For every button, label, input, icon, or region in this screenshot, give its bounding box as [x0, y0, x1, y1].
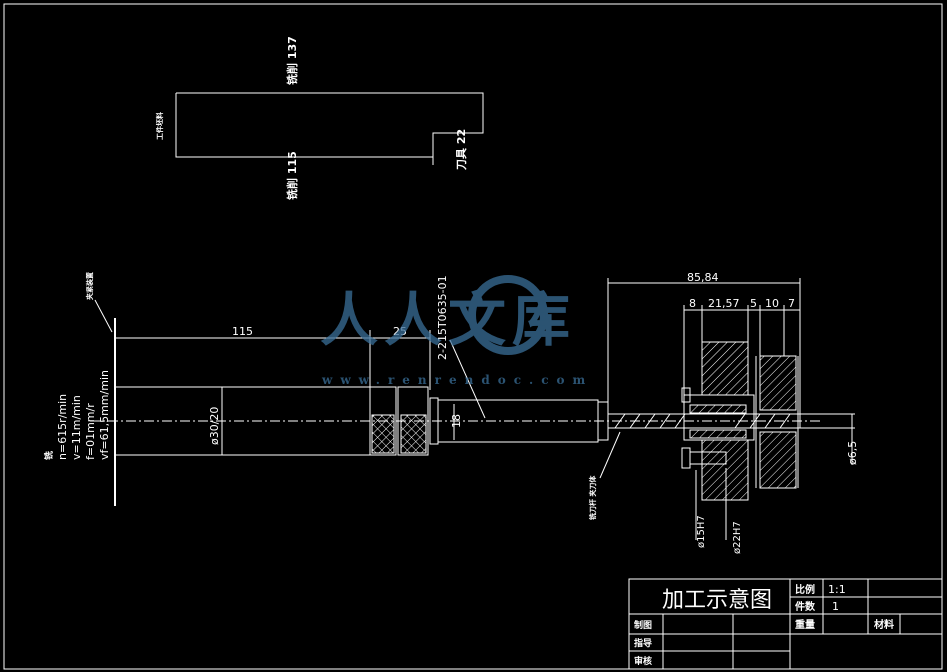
part-number: 2-215T0635-01 [436, 275, 449, 360]
material-label: 材料 [874, 618, 894, 631]
title-block: 加工示意图 比例 1:1 件数 1 重量 材料 制图 指导 审核 [628, 578, 943, 670]
watermark-text: 人人文库 [320, 286, 576, 354]
guide-label: 指导 [634, 637, 652, 649]
dim-85-84: 85,84 [687, 271, 719, 284]
fixture: 85,84 8 21,57 5 10 7 ø6,5 ø15H7 ø22H7 [607, 271, 859, 554]
clamp-label: 夹紧装置 [85, 272, 94, 300]
dim-step-22: 刀具 22 [455, 129, 468, 170]
param-n: n=615r/min [56, 394, 69, 460]
dim-5: 5 [750, 297, 757, 310]
drawing-border [3, 3, 943, 670]
top-profile: 铣削 137 铣削 115 刀具 22 工件坯料 [155, 36, 484, 200]
dim-total-137: 铣削 137 [285, 36, 299, 85]
dim-8: 8 [689, 297, 696, 310]
dim-21-57: 21,57 [708, 297, 740, 310]
tool-assembly: 115 25 ø30/20 18 2-215T0635-01 铣刀杆 [90, 275, 820, 521]
qty-value: 1 [832, 600, 839, 613]
watermark-logo [468, 275, 548, 355]
draw-label: 制图 [634, 619, 652, 631]
dim-115: 115 [232, 325, 253, 338]
tool-callout: 铣刀杆 夹刀体 [588, 475, 597, 521]
review-label: 审核 [634, 655, 652, 667]
watermark-url: www.renrendoc.com [321, 373, 593, 387]
qty-label: 件数 [795, 600, 816, 613]
param-label: 铣 [43, 451, 55, 460]
cutting-params: 铣 n=615r/min v=11m/min f=01mm/r vf=61,5m… [43, 370, 111, 460]
dim-lower-115: 铣削 115 [285, 151, 299, 200]
dim-30-20: ø30/20 [208, 407, 221, 445]
dim-7: 7 [788, 297, 795, 310]
param-v: v=11m/min [70, 395, 83, 460]
param-vf: vf=61,5mm/min [98, 370, 111, 460]
scale-value: 1:1 [828, 583, 846, 596]
dim-10: 10 [765, 297, 779, 310]
scale-label: 比例 [795, 583, 815, 596]
drawing-title: 加工示意图 [662, 588, 772, 613]
dim-25: 25 [393, 325, 407, 338]
dim-15: ø15H7 [696, 515, 707, 548]
weight-label: 重量 [795, 618, 815, 631]
watermark: 人人文库 www.renrendoc.com [320, 275, 593, 387]
param-f: f=01mm/r [84, 403, 97, 460]
dim-6-5: ø6,5 [846, 441, 859, 465]
top-left-label: 工件坯料 [155, 112, 164, 140]
dim-22: ø22H7 [732, 521, 743, 554]
